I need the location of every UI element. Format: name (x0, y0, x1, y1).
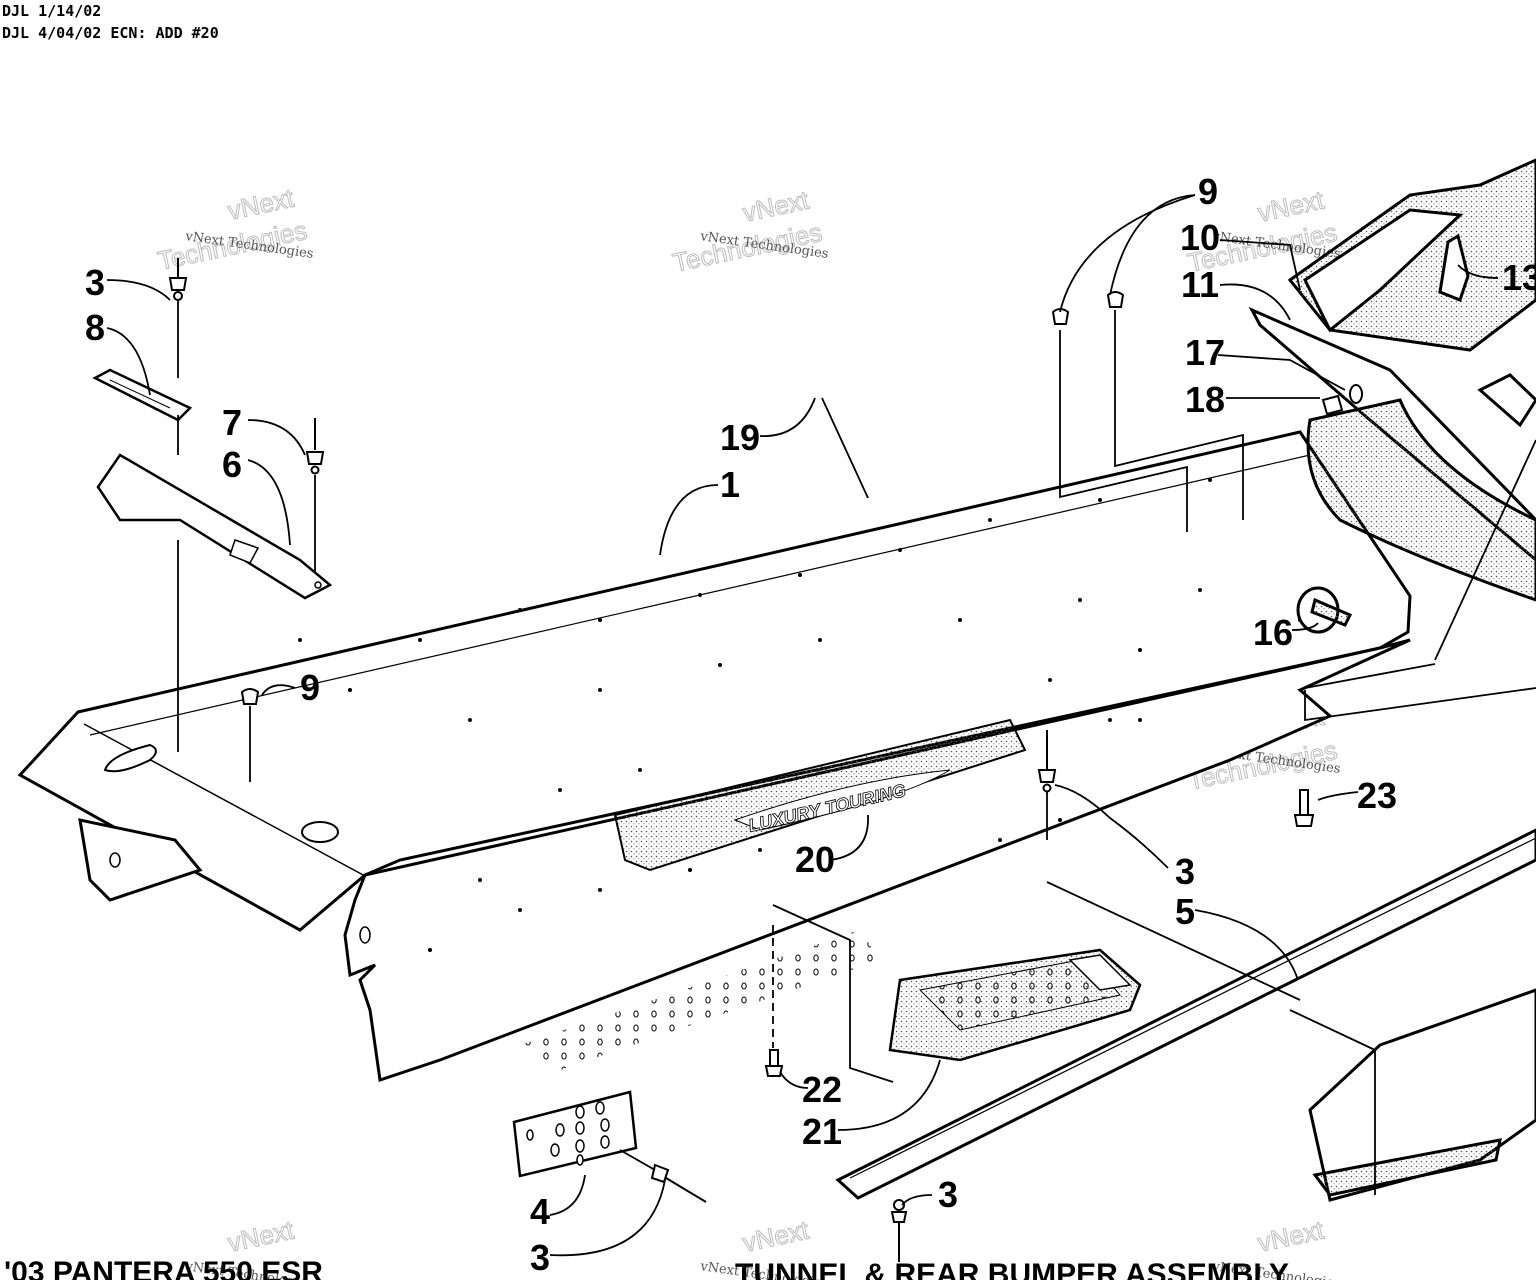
callout-3-bottom-right: 3 (938, 1174, 958, 1215)
callout-3-top-left: 3 (85, 262, 105, 303)
tunnel-nose-bracket (78, 818, 203, 902)
tunnel-rivet-holes (298, 478, 1302, 952)
revision-note-2: DJL 4/04/02 ECN: ADD #20 (2, 24, 219, 42)
rail-part-6 (96, 453, 333, 600)
revision-note-1: DJL 1/14/02 (2, 2, 102, 20)
callout-17: 17 (1185, 332, 1225, 373)
callout-9-left: 9 (300, 667, 320, 708)
tunnel-slot (103, 743, 157, 773)
callout-9-right: 9 (1198, 171, 1218, 212)
callout-4: 4 (530, 1191, 550, 1232)
callout-1: 1 (720, 464, 740, 505)
bolt-22 (764, 1049, 784, 1077)
watermark-2: vNext Technologies vNext Technologies (670, 184, 830, 278)
bracket-part-8 (92, 368, 193, 422)
callout-6: 6 (222, 444, 242, 485)
callout-3-bottom-left: 3 (530, 1237, 550, 1278)
callouts: 1 3 8 7 6 9 9 10 11 13 17 18 19 16 23 20… (85, 171, 1536, 1278)
callout-23: 23 (1357, 775, 1397, 816)
callout-20: 20 (795, 839, 835, 880)
callout-21: 21 (802, 1111, 842, 1152)
rivet-3-center (1037, 730, 1057, 793)
callout-8: 8 (85, 307, 105, 348)
tunnel-front-edge (83, 723, 366, 877)
rear-rail-assembly (1248, 158, 1536, 1202)
callout-19: 19 (720, 417, 760, 458)
plate-bracket-part-4 (512, 1090, 638, 1178)
bumper-plugs-9-right (1051, 291, 1125, 325)
tunnel-side-wall (343, 638, 1411, 1082)
callout-3-center: 3 (1175, 851, 1195, 892)
bumper-plug-9-left (240, 688, 260, 705)
footrest-part-21 (888, 948, 1142, 1062)
luxury-touring-decal: LUXURY TOURING (613, 718, 1027, 872)
callout-13: 13 (1502, 257, 1536, 298)
nut-18 (1321, 384, 1363, 416)
callout-7: 7 (222, 402, 242, 443)
callout-11: 11 (1181, 264, 1219, 305)
svg-text:vNext: vNext (740, 1215, 812, 1258)
rivet-7 (305, 418, 325, 475)
callout-10: 10 (1180, 217, 1220, 258)
model-title: '03 PANTERA 550 ESR (4, 1256, 323, 1280)
svg-text:vNext: vNext (225, 1215, 297, 1258)
rivet-3-top-left (168, 258, 188, 301)
callout-18: 18 (1185, 379, 1225, 420)
assembly-title: TUNNEL & REAR BUMPER ASSEMBLY (735, 1258, 1289, 1280)
bumper-rail-part-5 (835, 828, 1536, 1200)
callout-22: 22 (802, 1069, 842, 1110)
rivet-3-bottom (890, 1199, 908, 1262)
leader-lines (106, 194, 1536, 1257)
bolt-23 (1293, 789, 1315, 827)
callout-16: 16 (1253, 612, 1293, 653)
tunnel-vent-zone (520, 930, 880, 1070)
svg-text:vNext: vNext (1255, 1215, 1327, 1258)
rivet-3-plate (650, 1163, 707, 1203)
callout-5: 5 (1175, 891, 1195, 932)
